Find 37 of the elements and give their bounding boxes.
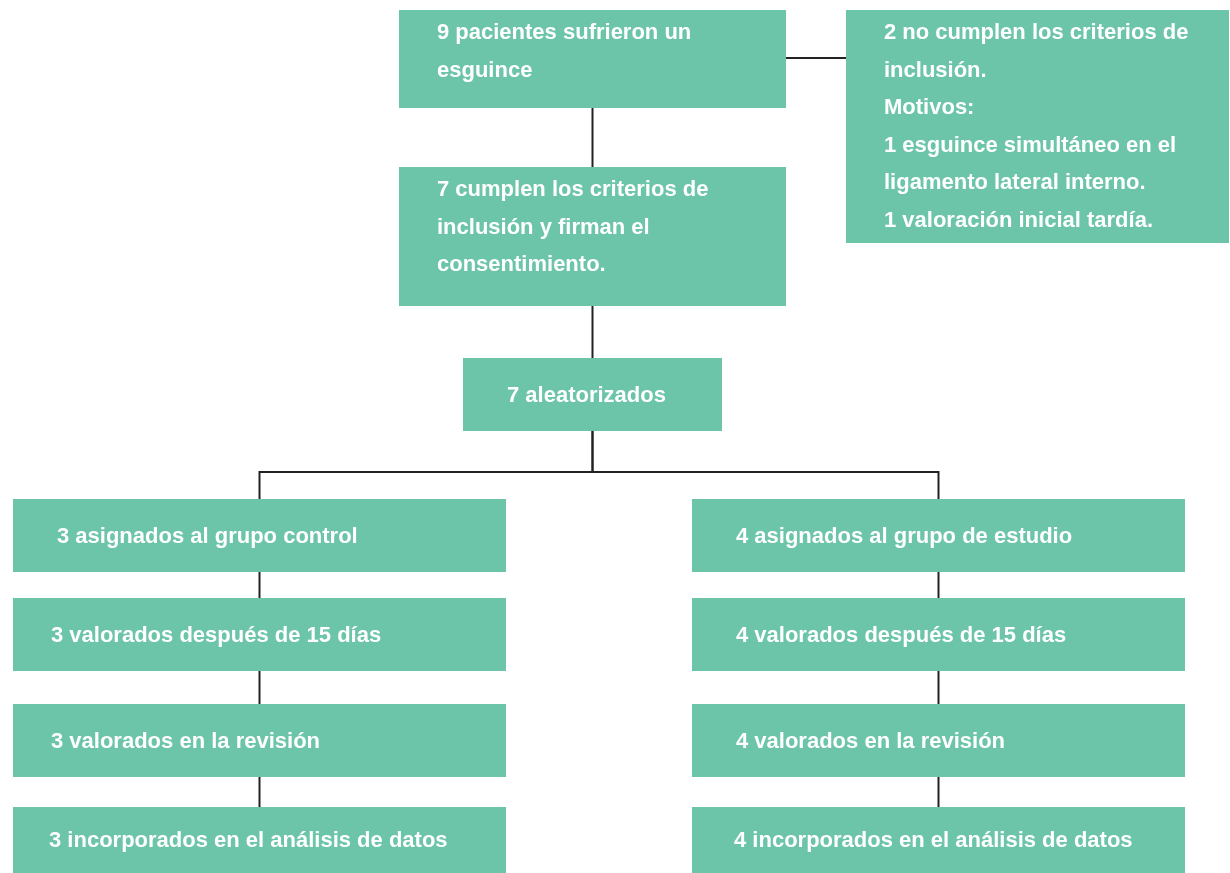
box-text: 4 asignados al grupo de estudio xyxy=(736,521,1074,550)
process-box xyxy=(463,358,722,431)
connector-line xyxy=(937,670,940,705)
process-box xyxy=(399,167,786,306)
process-box xyxy=(13,704,506,777)
box-text: 3 asignados al grupo control xyxy=(57,521,359,550)
process-box xyxy=(13,598,506,671)
process-box xyxy=(692,704,1185,777)
box-text: 2 no cumplen los criterios de inclusión. xyxy=(884,18,1190,84)
connector-line xyxy=(258,571,261,599)
box-text: 1 esguince simultáneo en el ligamento lateral interno. xyxy=(884,130,1178,196)
box-text: 7 aleatorizados xyxy=(507,380,667,409)
box-text: 9 pacientes sufrieron un esguince xyxy=(437,18,693,84)
process-box xyxy=(692,807,1185,873)
process-box xyxy=(692,598,1185,671)
process-box xyxy=(13,807,506,873)
box-text: 3 incorporados en el análisis de datos xyxy=(49,826,449,855)
connector-line xyxy=(258,670,261,705)
process-box xyxy=(692,499,1185,572)
connector-line xyxy=(785,57,847,59)
box-text: 4 valorados en la revisión xyxy=(736,726,1006,755)
box-text: 3 valorados en la revisión xyxy=(51,726,321,755)
process-box xyxy=(399,10,786,108)
connector-line xyxy=(591,107,594,168)
box-text: 7 cumplen los criterios de inclusión y firman el consentimiento. xyxy=(437,175,710,278)
connector-line xyxy=(258,776,261,808)
connector-line xyxy=(937,776,940,808)
box-text: 3 valorados después de 15 días xyxy=(51,620,383,649)
connector-line xyxy=(591,305,594,359)
box-text: Motivos: xyxy=(884,93,976,121)
process-box xyxy=(13,499,506,572)
process-box xyxy=(846,10,1229,243)
box-text: 4 valorados después de 15 días xyxy=(736,620,1068,649)
box-text: 1 valoración inicial tardía. xyxy=(884,205,1154,234)
box-text: 4 incorporados en el análisis de datos xyxy=(734,826,1134,855)
connector-line xyxy=(591,430,940,500)
connector-line xyxy=(937,571,940,599)
